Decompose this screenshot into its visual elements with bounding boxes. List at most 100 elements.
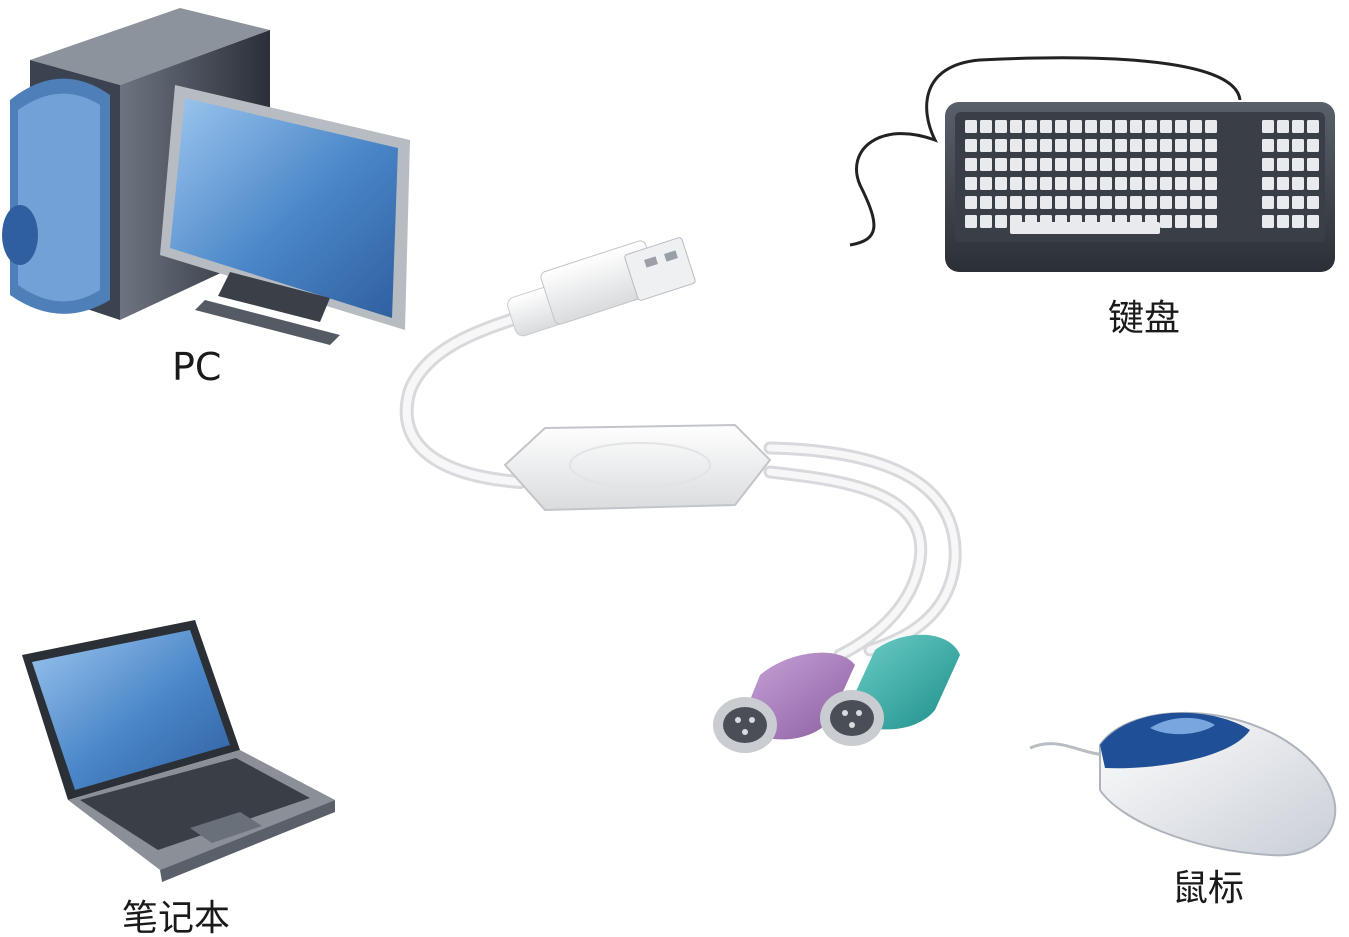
keyboard-key [1010, 139, 1022, 152]
keyboard-key [1262, 158, 1274, 171]
mouse-label: 鼠标 [1172, 868, 1244, 909]
keyboard-key [980, 196, 992, 209]
keyboard-key [1100, 139, 1112, 152]
keyboard-key [1277, 139, 1289, 152]
keyboard-key [995, 196, 1007, 209]
keyboard-key [1277, 215, 1289, 228]
keyboard-key [1115, 120, 1127, 133]
keyboard-key [1040, 177, 1052, 190]
keyboard-key [1085, 196, 1097, 209]
keyboard-key [1175, 120, 1187, 133]
keyboard-key [1205, 215, 1217, 228]
keyboard-key [1160, 120, 1172, 133]
keyboard-key [1100, 196, 1112, 209]
keyboard-key [1307, 196, 1319, 209]
keyboard-key [1190, 177, 1202, 190]
keyboard-key [1070, 177, 1082, 190]
keyboard-key [1292, 196, 1304, 209]
keyboard-key [1205, 120, 1217, 133]
keyboard-key [1085, 177, 1097, 190]
keyboard-key [1262, 177, 1274, 190]
keyboard-key [1160, 177, 1172, 190]
keyboard-key [1115, 177, 1127, 190]
keyboard-key [1055, 120, 1067, 133]
keyboard-key [1040, 139, 1052, 152]
keyboard-key [1145, 120, 1157, 133]
keyboard-key [1190, 120, 1202, 133]
keyboard-key [1307, 158, 1319, 171]
keyboard-key [1130, 139, 1142, 152]
keyboard-key [1175, 196, 1187, 209]
keyboard-key [1292, 120, 1304, 133]
keyboard-key [1205, 177, 1217, 190]
keyboard-key [1190, 158, 1202, 171]
keyboard-key [1307, 139, 1319, 152]
keyboard-key [1292, 215, 1304, 228]
keyboard-key [980, 139, 992, 152]
keyboard-key [995, 158, 1007, 171]
keyboard-key [1070, 158, 1082, 171]
keyboard-key [1085, 158, 1097, 171]
keyboard-key [1145, 158, 1157, 171]
mouse-icon [1029, 711, 1337, 857]
keyboard-key [1010, 177, 1022, 190]
keyboard-key [1277, 177, 1289, 190]
keyboard-key [965, 120, 977, 133]
keyboard-label: 键盘 [1108, 298, 1180, 339]
keyboard-key [1160, 196, 1172, 209]
keyboard-key [1307, 120, 1319, 133]
keyboard-key [1175, 158, 1187, 171]
keyboard-key [1130, 177, 1142, 190]
keyboard-key [1055, 177, 1067, 190]
keyboard-key [995, 177, 1007, 190]
keyboard-key [965, 196, 977, 209]
keyboard-key [1070, 196, 1082, 209]
keyboard-key [1040, 120, 1052, 133]
keyboard-key [1160, 139, 1172, 152]
keyboard-key [1262, 196, 1274, 209]
keyboard-key [1175, 177, 1187, 190]
keyboard-key [980, 177, 992, 190]
keyboard-key [965, 177, 977, 190]
keyboard-key [1010, 196, 1022, 209]
keyboard-key [995, 120, 1007, 133]
keyboard-key [1025, 158, 1037, 171]
keyboard-key [1145, 139, 1157, 152]
keyboard-key [1055, 196, 1067, 209]
keyboard-key [1010, 120, 1022, 133]
keyboard-key [1205, 158, 1217, 171]
keyboard-key [1277, 120, 1289, 133]
keyboard-key [1292, 158, 1304, 171]
keyboard-key [1307, 215, 1319, 228]
keyboard-key [1025, 196, 1037, 209]
keyboard-key [1025, 120, 1037, 133]
keyboard-key [1175, 139, 1187, 152]
keyboard-key [1277, 196, 1289, 209]
keyboard-key [1055, 158, 1067, 171]
keyboard-key [1055, 139, 1067, 152]
keyboard-key [1025, 139, 1037, 152]
keyboard-key [1085, 139, 1097, 152]
keyboard-key [1115, 158, 1127, 171]
keyboard-key [1010, 158, 1022, 171]
pc-label: PC [172, 345, 221, 389]
keyboard-key [1292, 139, 1304, 152]
keyboard-key [995, 139, 1007, 152]
keyboard-icon [849, 56, 1335, 272]
keyboard-key [1070, 120, 1082, 133]
keyboard-key [965, 158, 977, 171]
keyboard-key [980, 158, 992, 171]
keyboard-key [1040, 196, 1052, 209]
keyboard-key [1175, 215, 1187, 228]
keyboard-key [980, 215, 992, 228]
keyboard-key [1160, 215, 1172, 228]
laptop-label: 笔记本 [122, 898, 230, 937]
keyboard-key [1130, 158, 1142, 171]
keyboard-key [1070, 139, 1082, 152]
keyboard-key [1160, 158, 1172, 171]
keyboard-spacebar [1010, 222, 1160, 234]
keyboard-key [1145, 177, 1157, 190]
keyboard-key [1205, 196, 1217, 209]
keyboard-key [1100, 177, 1112, 190]
keyboard-key [1277, 158, 1289, 171]
